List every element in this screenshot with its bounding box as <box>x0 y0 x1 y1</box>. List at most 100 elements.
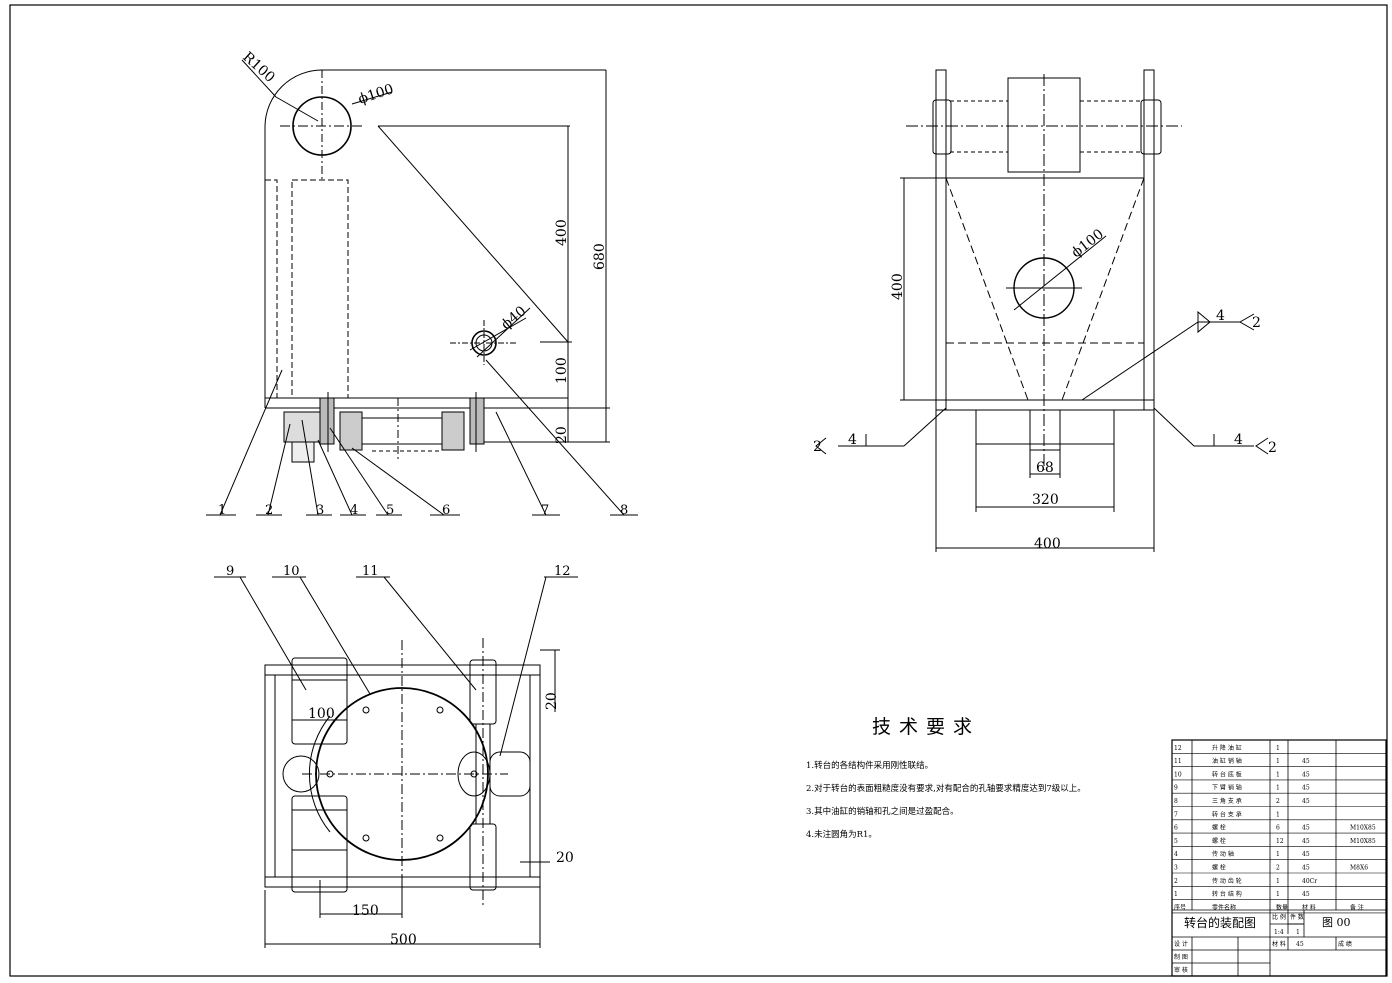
bom-cell-no: 12 <box>1174 745 1182 752</box>
top-view <box>264 638 560 948</box>
balloon-3: 3 <box>316 503 324 518</box>
bom-cell-no: 11 <box>1174 758 1182 765</box>
bom-cell-name: 三 角 支 承 <box>1212 797 1242 805</box>
bom-cell-qty: 1 <box>1276 785 1280 792</box>
weld-size-right-top: 4 <box>1216 308 1225 324</box>
bom-cell-qty: 数量 <box>1276 903 1288 911</box>
bom-cell-qty: 1 <box>1276 891 1280 898</box>
bom-cell-mat: 45 <box>1302 825 1310 832</box>
bom-cell-qty: 1 <box>1276 878 1280 885</box>
balloon-6: 6 <box>442 503 450 518</box>
checker-label: 审 核 <box>1174 966 1188 974</box>
bom-cell-mat: 40Cr <box>1302 878 1317 885</box>
dim-20-top-bottom: 20 <box>556 850 574 866</box>
bom-cell-name: 转 台 底 板 <box>1212 770 1242 778</box>
bom-cell-name: 转 台 结 构 <box>1212 890 1242 898</box>
tech-item-3: 3.其中油缸的销轴和孔之间是过盈配合。 <box>806 807 959 817</box>
dim-20-top-right: 20 <box>544 692 560 710</box>
bom-cell-mat: 45 <box>1302 758 1310 765</box>
bom-cell-name: 螺 栓 <box>1212 864 1226 872</box>
dim-20-front: 20 <box>554 426 570 444</box>
front-view <box>241 59 610 463</box>
dim-400-side: 400 <box>890 273 906 300</box>
bom-cell-mat: 45 <box>1302 851 1310 858</box>
bom-cell-no: 2 <box>1174 878 1178 885</box>
balloon-leaders-front <box>206 359 638 516</box>
bom-cell-name: 零件名称 <box>1212 903 1236 911</box>
dim-100-top: 100 <box>308 706 335 722</box>
bom-cell-qty: 1 <box>1276 771 1280 778</box>
dim-400-front: 400 <box>554 219 570 246</box>
tech-item-4: 4.未注圆角为R1。 <box>806 830 877 840</box>
material-value: 45 <box>1296 941 1304 948</box>
tech-item-2: 2.对于转台的表面粗糙度没有要求,对有配合的孔轴要求精度达到7级以上。 <box>806 784 1086 794</box>
dim-320: 320 <box>1032 492 1059 508</box>
balloon-leaders-top <box>214 576 578 757</box>
balloon-5: 5 <box>386 503 394 518</box>
balloon-9: 9 <box>226 564 234 579</box>
balloon-11: 11 <box>362 564 379 579</box>
bom-cell-no: 1 <box>1174 891 1178 898</box>
bom-cell-mat: 45 <box>1302 771 1310 778</box>
bom-cell-mat: 45 <box>1302 891 1310 898</box>
dim-phi100-front: ϕ100 <box>356 81 395 107</box>
balloon-10: 10 <box>283 564 300 579</box>
bom-cell-no: 序号 <box>1174 903 1186 911</box>
bom-cell-mat: 45 <box>1302 865 1310 872</box>
bom-cell-no: 9 <box>1174 785 1178 792</box>
bom-cell-no: 6 <box>1174 825 1178 832</box>
weld-ref-right-bottom: 2 <box>1268 440 1277 456</box>
bom-cell-no: 4 <box>1174 851 1178 858</box>
count-label: 件 数 <box>1290 913 1304 921</box>
dim-680: 680 <box>592 243 608 270</box>
dim-phi40: ϕ40 <box>498 303 529 333</box>
bom-cell-name: 螺 栓 <box>1212 824 1226 832</box>
bom-cell-qty: 12 <box>1276 838 1284 845</box>
bom-cell-name: 转 台 支 承 <box>1212 810 1242 818</box>
weld-ref-left: 2 <box>813 439 822 455</box>
dim-phi100-side: ϕ100 <box>1069 226 1107 261</box>
bom-cell-mat: 45 <box>1302 785 1310 792</box>
title-block <box>1172 909 1386 976</box>
balloon-7: 7 <box>541 503 549 518</box>
bom-cell-note: M10X85 <box>1350 838 1376 845</box>
weld-size-left: 4 <box>848 432 857 448</box>
dim-500: 500 <box>390 932 417 948</box>
bom-cell-name: 油 缸 销 轴 <box>1212 757 1242 765</box>
bom-cell-name: 升 降 油 缸 <box>1212 744 1242 752</box>
dim-r100: R100 <box>239 49 277 86</box>
balloon-12: 12 <box>554 564 571 579</box>
bom-cell-name: 传 动 齿 轮 <box>1212 877 1242 885</box>
bom-cell-qty: 1 <box>1276 811 1280 818</box>
bom-cell-name: 螺 栓 <box>1212 837 1226 845</box>
tech-title: 技术要求 <box>872 716 981 738</box>
drawing-number: 图 00 <box>1322 916 1351 929</box>
bom-cell-name: 下 臂 销 轴 <box>1212 784 1242 792</box>
bom-cell-no: 10 <box>1174 771 1182 778</box>
balloon-2: 2 <box>265 503 273 518</box>
scale-value: 1:4 <box>1274 929 1284 936</box>
dim-400-side-width: 400 <box>1034 536 1061 552</box>
drawing-border <box>9 4 1388 977</box>
weld-ref-right-top: 2 <box>1252 315 1261 331</box>
dim-150: 150 <box>352 903 379 919</box>
bom-cell-mat: 45 <box>1302 798 1310 805</box>
bom-cell-qty: 6 <box>1276 825 1280 832</box>
bom-cell-no: 7 <box>1174 811 1178 818</box>
bom-cell-note: M10X85 <box>1350 825 1376 832</box>
material-label: 材 料 <box>1272 940 1286 948</box>
bom-cell-no: 3 <box>1174 865 1178 872</box>
bom-cell-note: 备 注 <box>1350 903 1364 911</box>
bom-cell-no: 5 <box>1174 838 1178 845</box>
technical-requirements: 技术要求 1.转台的各结构件采用刚性联结。 2.对于转台的表面粗糙度没有要求,对… <box>806 712 1146 853</box>
bom-cell-qty: 1 <box>1276 745 1280 752</box>
weld-size-right-bottom: 4 <box>1234 432 1243 448</box>
balloon-8: 8 <box>620 503 628 518</box>
tech-item-1: 1.转台的各结构件采用刚性联结。 <box>806 761 934 771</box>
scale-label: 比 例 <box>1272 913 1286 921</box>
drafter-label: 制 图 <box>1174 953 1188 961</box>
bom-cell-qty: 1 <box>1276 758 1280 765</box>
dim-100-front: 100 <box>554 357 570 384</box>
